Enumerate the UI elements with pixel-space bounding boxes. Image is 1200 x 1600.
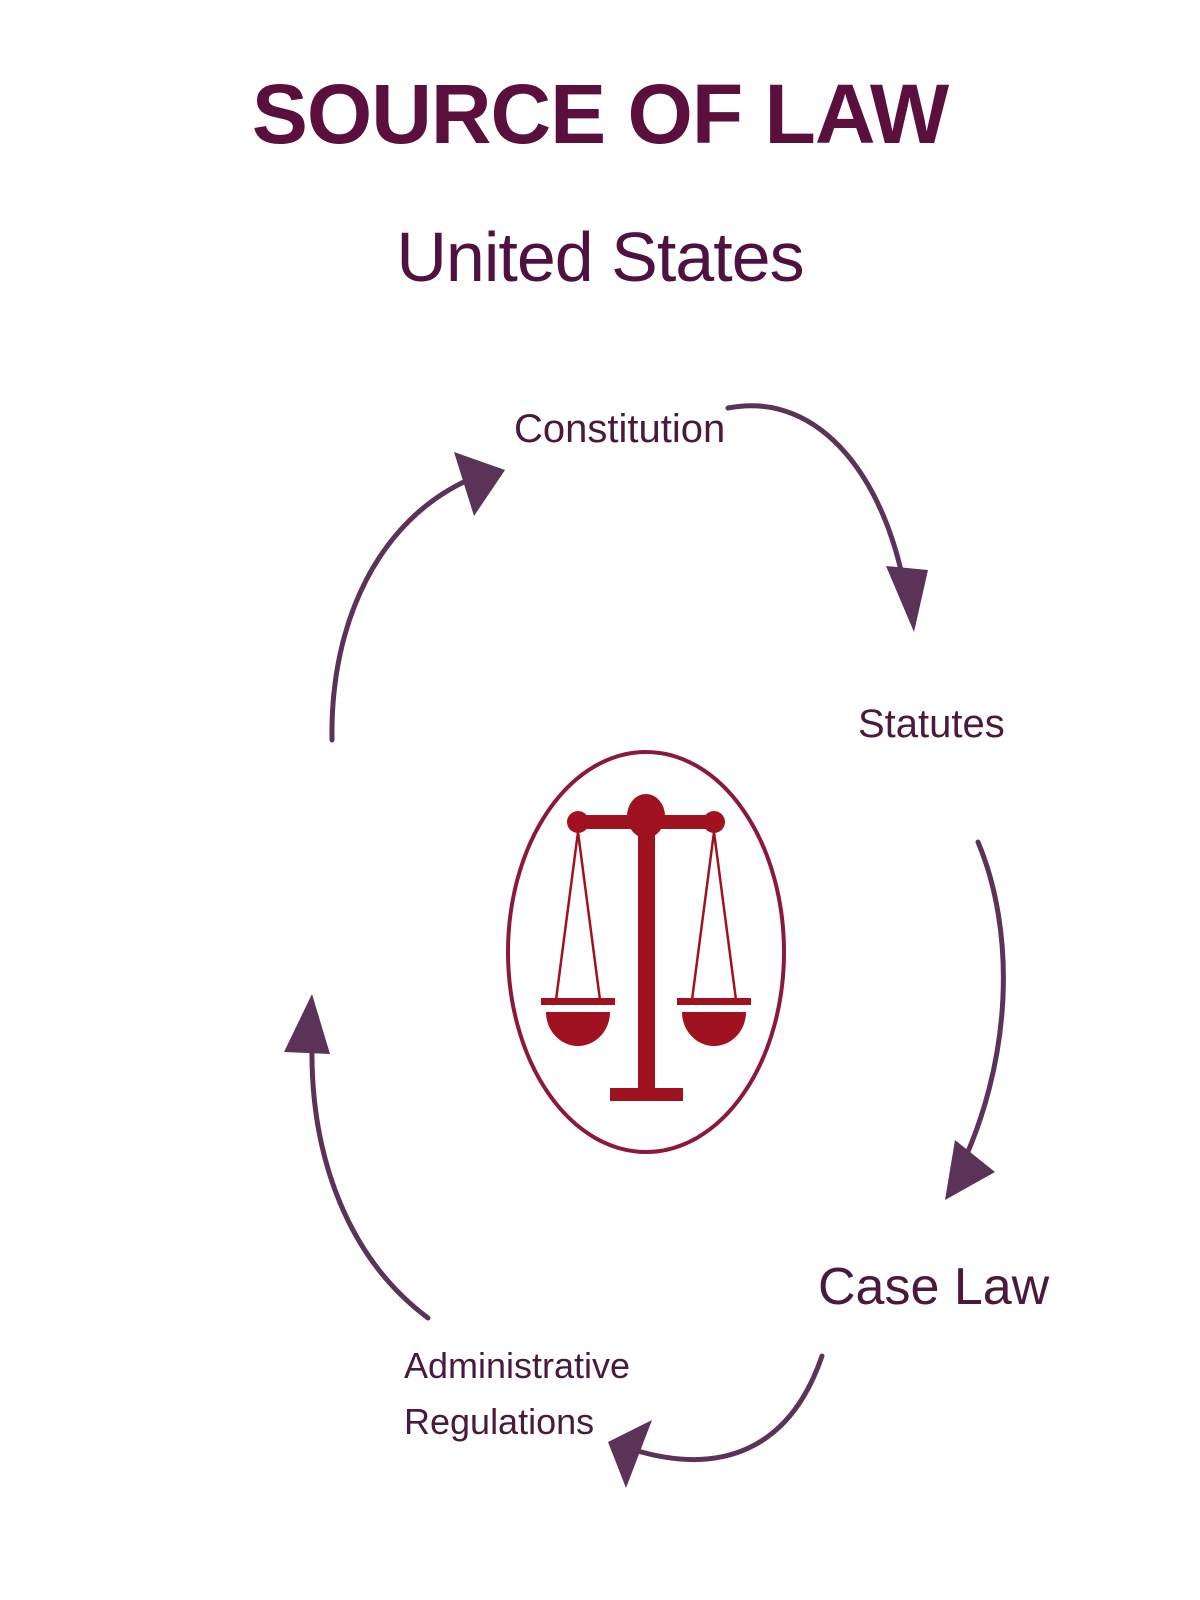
node-label-administrative-line1: Administrative xyxy=(404,1345,631,1386)
node-label-administrative-regulations: Administrative Regulations xyxy=(404,1338,630,1450)
node-label-case-law: Case Law xyxy=(818,1258,1050,1316)
node-label-administrative-line2: Regulations xyxy=(404,1400,595,1442)
arrow-case-law-to-administrative-regulations xyxy=(608,1353,825,1488)
scales-of-justice-icon xyxy=(506,750,786,1154)
diagram-title: SOURCE OF LAW xyxy=(251,67,949,161)
diagram-subtitle: United States xyxy=(396,218,804,296)
node-label-constitution: Constitution xyxy=(514,407,726,451)
arrow-administrative-regulations-to-constitution xyxy=(284,452,505,1321)
node-label-statutes: Statutes xyxy=(858,702,1005,746)
arrow-constitution-to-statutes xyxy=(725,403,928,632)
arrow-statutes-to-case-law xyxy=(945,839,1006,1200)
